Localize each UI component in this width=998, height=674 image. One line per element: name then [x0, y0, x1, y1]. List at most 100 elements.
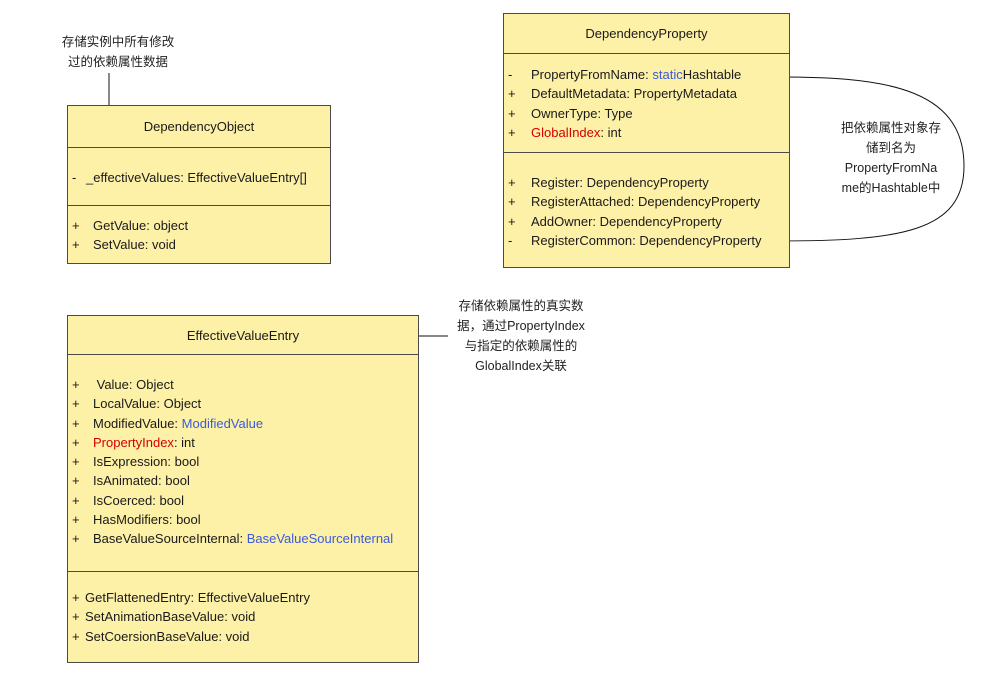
visibility-marker: - [72, 170, 77, 185]
note-dependency-object: 存储实例中所有修改 过的依赖属性数据 [44, 32, 192, 72]
field-modifier: static [652, 67, 683, 82]
method-text: SetCoersionBaseValue: void [85, 628, 250, 644]
note-line: GlobalIndex关联 [475, 359, 567, 373]
visibility-marker: + [72, 628, 80, 644]
field-text: PropertyFromName: [531, 67, 649, 82]
visibility-marker: + [72, 531, 80, 547]
visibility-marker: + [508, 105, 516, 121]
field-row: + GlobalIndex: int [508, 123, 789, 142]
field-type: : int [173, 434, 195, 450]
visibility-marker: + [72, 454, 80, 470]
visibility-marker: + [72, 512, 80, 528]
visibility-marker: + [72, 590, 80, 605]
note-line: 存储依赖属性的真实数 [458, 299, 584, 313]
field-row: + HasModifiers: bool [72, 510, 418, 529]
method-text: RegisterAttached: DependencyProperty [531, 194, 761, 210]
field-highlight: PropertyIndex [93, 434, 174, 450]
field-row: - PropertyFromName: static Hashtable [508, 65, 789, 84]
field-text: IsAnimated: bool [93, 473, 190, 489]
fields-section: - _effectiveValues: EffectiveValueEntry[… [68, 148, 330, 205]
field-highlight: GlobalIndex [531, 124, 601, 140]
field-text: _effectiveValues: EffectiveValueEntry[] [86, 170, 307, 185]
visibility-marker: + [72, 377, 80, 392]
fields-section: + Value: Object + LocalValue: Object + M… [68, 355, 418, 571]
class-dependency-property[interactable]: DependencyProperty - PropertyFromName: s… [503, 13, 790, 268]
field-row: + BaseValueSourceInternal: BaseValueSour… [72, 529, 418, 548]
note-effective-value-entry: 存储依赖属性的真实数 据，通过PropertyIndex 与指定的依赖属性的 G… [440, 296, 602, 376]
field-type: : int [600, 124, 622, 140]
method-text: SetAnimationBaseValue: void [85, 609, 256, 625]
method-row: + GetFlattenedEntry: EffectiveValueEntry [72, 588, 418, 607]
method-text: RegisterCommon: DependencyProperty [531, 232, 762, 248]
class-title: DependencyProperty [504, 14, 789, 54]
method-text: GetValue: object [93, 218, 189, 233]
field-type: Hashtable [682, 67, 742, 82]
method-text: AddOwner: DependencyProperty [531, 213, 722, 229]
field-row: + DefaultMetadata: PropertyMetadata [508, 84, 789, 103]
note-line: 据，通过PropertyIndex [457, 319, 585, 333]
field-text: ModifiedValue: [93, 415, 179, 431]
field-text: LocalValue: Object [93, 396, 202, 412]
field-row: + ModifiedValue: ModifiedValue [72, 414, 418, 433]
note-line: 把依赖属性对象存 [840, 121, 941, 135]
methods-section: + GetValue: object + SetValue: void [68, 205, 330, 255]
method-text: GetFlattenedEntry: EffectiveValueEntry [85, 590, 310, 605]
method-text: SetValue: void [93, 237, 176, 253]
note-line: 过的依赖属性数据 [67, 55, 168, 69]
method-row: + SetValue: void [72, 235, 330, 254]
method-row: + SetAnimationBaseValue: void [72, 607, 418, 626]
method-row: + SetCoersionBaseValue: void [72, 627, 418, 646]
field-row: + Value: Object [72, 375, 418, 394]
visibility-marker: + [508, 124, 516, 140]
visibility-marker: - [508, 232, 513, 248]
field-text: OwnerType: Type [531, 105, 633, 121]
method-row: + Register: DependencyProperty [508, 173, 789, 192]
field-type: BaseValueSourceInternal [246, 531, 394, 547]
visibility-marker: + [72, 434, 80, 450]
field-text: Value: Object [93, 377, 174, 392]
visibility-marker: + [72, 218, 80, 233]
field-text: IsExpression: bool [93, 454, 200, 470]
note-line: PropertyFromNa [844, 161, 938, 175]
class-effective-value-entry[interactable]: EffectiveValueEntry + Value: Object + Lo… [67, 315, 419, 663]
visibility-marker: + [72, 415, 80, 431]
class-title: EffectiveValueEntry [68, 316, 418, 355]
field-text: HasModifiers: bool [93, 512, 201, 528]
visibility-marker: + [508, 175, 516, 190]
method-row: - RegisterCommon: DependencyProperty [508, 231, 789, 250]
field-row: + IsExpression: bool [72, 452, 418, 471]
visibility-marker: + [72, 237, 80, 253]
note-line: 与指定的依赖属性的 [464, 339, 578, 353]
visibility-marker: + [508, 86, 516, 102]
methods-section: + Register: DependencyProperty + Registe… [504, 152, 789, 250]
visibility-marker: + [72, 492, 80, 508]
field-row: - _effectiveValues: EffectiveValueEntry[… [72, 168, 330, 187]
field-text: IsCoerced: bool [93, 492, 185, 508]
method-row: + GetValue: object [72, 216, 330, 235]
field-row: + IsCoerced: bool [72, 491, 418, 510]
note-line: 储到名为 [865, 141, 916, 155]
visibility-marker: + [72, 473, 80, 489]
field-row: + LocalValue: Object [72, 394, 418, 413]
visibility-marker: + [72, 396, 80, 412]
visibility-marker: + [508, 213, 516, 229]
class-title: DependencyObject [68, 106, 330, 148]
note-line: 存储实例中所有修改 [61, 35, 175, 49]
visibility-marker: + [72, 609, 80, 625]
method-row: + AddOwner: DependencyProperty [508, 212, 789, 231]
method-row: + RegisterAttached: DependencyProperty [508, 192, 789, 211]
field-type: ModifiedValue [181, 415, 264, 431]
methods-section: + GetFlattenedEntry: EffectiveValueEntry… [68, 571, 418, 646]
visibility-marker: - [508, 67, 513, 82]
method-text: Register: DependencyProperty [531, 175, 709, 190]
field-row: + OwnerType: Type [508, 104, 789, 123]
note-dependency-property: 把依赖属性对象存 储到名为 PropertyFromNa me的Hashtabl… [826, 118, 956, 198]
field-text: BaseValueSourceInternal: [93, 531, 244, 547]
fields-section: - PropertyFromName: static Hashtable + D… [504, 54, 789, 152]
field-text: DefaultMetadata: PropertyMetadata [531, 86, 737, 102]
note-line: me的Hashtable中 [841, 181, 941, 195]
field-row: + IsAnimated: bool [72, 471, 418, 490]
field-row: + PropertyIndex: int [72, 433, 418, 452]
visibility-marker: + [508, 194, 516, 210]
class-dependency-object[interactable]: DependencyObject - _effectiveValues: Eff… [67, 105, 331, 264]
